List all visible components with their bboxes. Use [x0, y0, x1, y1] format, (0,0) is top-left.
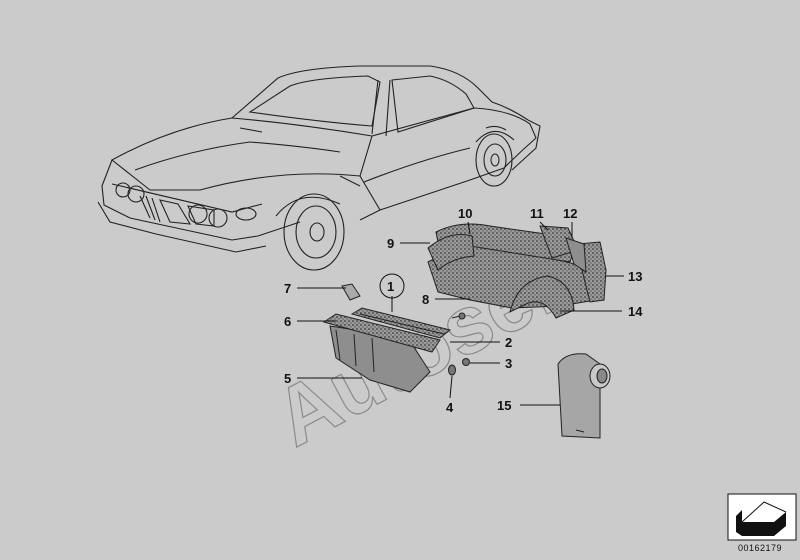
part-4-screw	[448, 364, 456, 376]
callout-7: 7	[284, 281, 291, 296]
part-small-screw	[451, 312, 466, 320]
callout-10: 10	[458, 206, 472, 221]
callout-12: 12	[563, 206, 577, 221]
part-3-screw	[462, 358, 470, 366]
leader-lines	[297, 221, 624, 406]
callout-4: 4	[446, 400, 454, 415]
part-15-cover	[557, 353, 611, 439]
callout-1-circle	[379, 273, 405, 299]
part-14-wheel-arch-right	[509, 275, 575, 319]
callout-1: 1	[387, 279, 394, 294]
callout-3: 3	[505, 356, 512, 371]
callout-9: 9	[387, 236, 394, 251]
callout-14: 14	[628, 304, 643, 319]
callout-13: 13	[628, 269, 642, 284]
part-10-tunnel-carpet	[435, 223, 576, 263]
callout-11: 11	[530, 206, 544, 221]
callout-2: 2	[505, 335, 512, 350]
part-6-sill-carpet	[322, 313, 441, 353]
part-12-side-trim	[565, 237, 587, 273]
part-9-wheel-arch-left	[427, 234, 475, 271]
car-body-outline	[97, 65, 541, 271]
document-number: 00162179	[738, 543, 783, 553]
part-1-sill-strip	[350, 307, 452, 339]
callout-15: 15	[497, 398, 511, 413]
callout-labels: 1 2 3 4 5 6 7 8 9 10 11 12 13 14 15	[284, 206, 643, 415]
corner-arrow-icon	[727, 493, 797, 541]
callout-6: 6	[284, 314, 291, 329]
callout-5: 5	[284, 371, 291, 386]
callout-8: 8	[422, 292, 429, 307]
part-7-clip	[341, 283, 361, 301]
